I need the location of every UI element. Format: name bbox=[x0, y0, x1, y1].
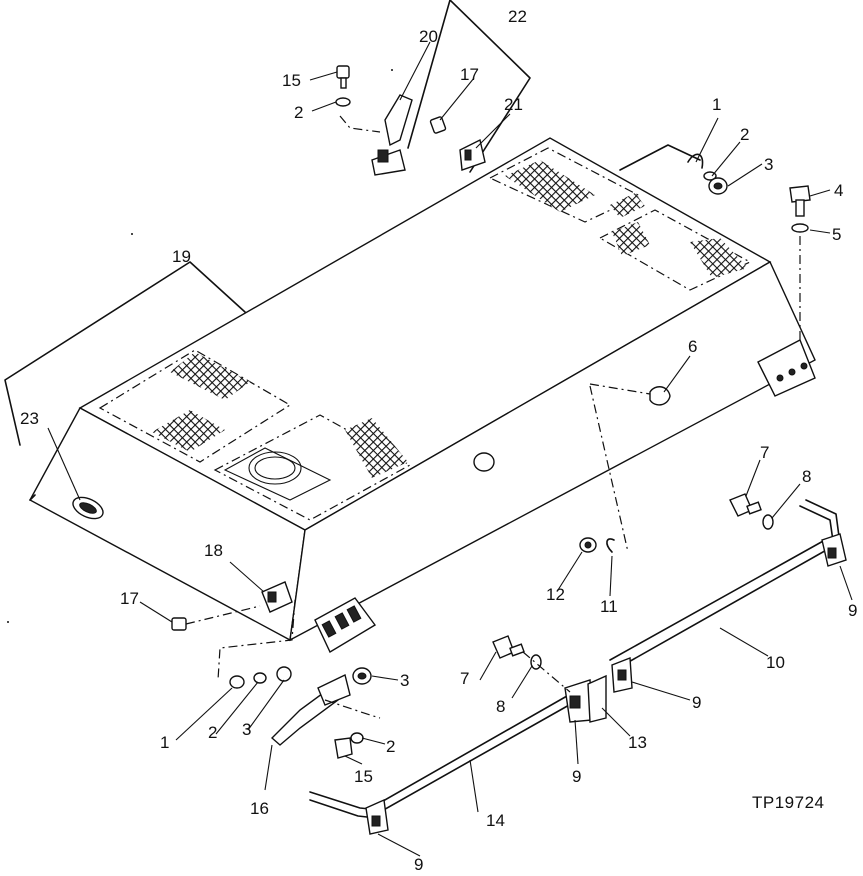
callout-4: 4 bbox=[834, 181, 843, 200]
hinge-bolt bbox=[789, 185, 811, 340]
callout-15-top: 15 bbox=[282, 71, 301, 90]
callout-22: 22 bbox=[508, 7, 527, 26]
callout-3-lower: 3 bbox=[400, 671, 409, 690]
callout-8-lower: 8 bbox=[496, 697, 505, 716]
latch-top-left bbox=[335, 65, 413, 176]
knob-assembly bbox=[579, 383, 671, 553]
lower-latch bbox=[229, 666, 381, 759]
callout-5: 5 bbox=[832, 225, 841, 244]
callout-13: 13 bbox=[628, 733, 647, 752]
roof-panel bbox=[29, 137, 816, 642]
side-hinge-rear bbox=[757, 339, 816, 397]
callout-14: 14 bbox=[486, 811, 505, 830]
callout-20: 20 bbox=[419, 27, 438, 46]
callout-8-right: 8 bbox=[802, 467, 811, 486]
callout-17-front: 17 bbox=[120, 589, 139, 608]
leader-19 bbox=[4, 261, 246, 446]
callout-2-rear: 2 bbox=[740, 125, 749, 144]
callout-7-lower: 7 bbox=[460, 669, 469, 688]
callout-16: 16 bbox=[250, 799, 269, 818]
roof-knob bbox=[473, 452, 495, 472]
side-hinge-front bbox=[314, 597, 377, 653]
callout-9-mid: 9 bbox=[692, 693, 701, 712]
callout-23: 23 bbox=[20, 409, 39, 428]
callout-labels: 22 20 17 21 15 2 1 2 3 4 5 19 6 23 7 8 1… bbox=[20, 7, 857, 874]
leader-22-a bbox=[407, 0, 451, 149]
callout-9-bottom: 9 bbox=[414, 855, 423, 874]
callout-1-lower: 1 bbox=[160, 733, 169, 752]
front-latch bbox=[171, 581, 296, 681]
callout-9-center: 9 bbox=[572, 767, 581, 786]
rear-fasteners bbox=[687, 153, 728, 195]
callout-18: 18 bbox=[204, 541, 223, 560]
latch-rod-assembly bbox=[309, 493, 847, 835]
callout-11: 11 bbox=[600, 597, 618, 616]
latch-top-middle bbox=[429, 116, 486, 171]
callout-3-latch: 3 bbox=[242, 720, 251, 739]
callout-2-lower: 2 bbox=[208, 723, 217, 742]
vent-grilles bbox=[98, 147, 752, 521]
callout-3-rear: 3 bbox=[764, 155, 773, 174]
grab-handle bbox=[72, 496, 104, 520]
figure-code: TP19724 bbox=[752, 793, 825, 812]
callout-19: 19 bbox=[172, 247, 191, 266]
leader-1-bracket bbox=[619, 144, 701, 171]
callout-6: 6 bbox=[688, 337, 697, 356]
callout-9-right: 9 bbox=[848, 601, 857, 620]
callout-10: 10 bbox=[766, 653, 785, 672]
callout-2-top: 2 bbox=[294, 103, 303, 122]
callout-7-right: 7 bbox=[760, 443, 769, 462]
callout-12: 12 bbox=[546, 585, 565, 604]
callout-2-latch: 2 bbox=[386, 737, 395, 756]
callout-1-top: 1 bbox=[712, 95, 721, 114]
callout-17-top: 17 bbox=[460, 65, 479, 84]
callout-21: 21 bbox=[504, 95, 523, 114]
leader-22-b bbox=[449, 0, 531, 173]
leader-lines bbox=[47, 41, 853, 857]
callout-15-lower: 15 bbox=[354, 767, 373, 786]
